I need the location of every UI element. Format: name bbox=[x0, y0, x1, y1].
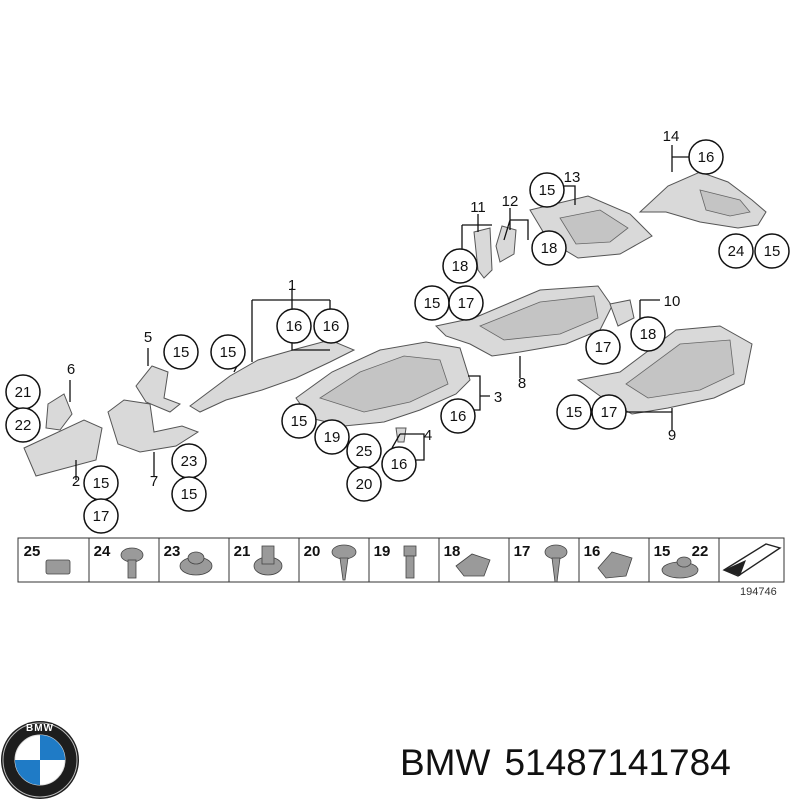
callout-15: 15 bbox=[764, 243, 781, 260]
callout-23: 23 bbox=[181, 453, 198, 470]
strip-label-21: 21 bbox=[234, 543, 251, 560]
label-9: 9 bbox=[668, 427, 676, 444]
callout-15: 15 bbox=[181, 486, 198, 503]
label-8: 8 bbox=[518, 375, 526, 392]
strip-label-24: 24 bbox=[94, 543, 111, 560]
part-labels: 1 2 3 4 5 6 7 8 9 10 11 12 13 14 bbox=[67, 128, 681, 490]
label-10: 10 bbox=[664, 293, 681, 310]
callout-16: 16 bbox=[698, 149, 715, 166]
label-7: 7 bbox=[150, 473, 158, 490]
part-number: 51487141784 bbox=[504, 742, 731, 783]
callout-15: 15 bbox=[173, 344, 190, 361]
shield-part-6 bbox=[45, 393, 73, 431]
brand-name: BMW bbox=[400, 742, 491, 783]
callout-18: 18 bbox=[452, 258, 469, 275]
hex-nut-icon bbox=[179, 551, 213, 576]
strip-label-22: 22 bbox=[692, 543, 709, 560]
label-11: 11 bbox=[470, 199, 486, 216]
callout-25: 25 bbox=[356, 443, 373, 460]
strip-label-25: 25 bbox=[24, 543, 41, 560]
label-2: 2 bbox=[72, 473, 80, 490]
callout-15: 15 bbox=[291, 413, 308, 430]
shield-part-14 bbox=[638, 171, 767, 229]
strip-label-15: 15 bbox=[654, 543, 671, 560]
label-3: 3 bbox=[494, 389, 502, 406]
circled-callouts: 16 24 15 15 18 18 15 17 18 17 15 17 16 1… bbox=[5, 139, 790, 534]
bmw-logo: BMW bbox=[1, 721, 79, 799]
callout-21: 21 bbox=[15, 384, 32, 401]
clip-nut-icon bbox=[45, 559, 71, 575]
label-1: 1 bbox=[288, 277, 296, 294]
callout-17: 17 bbox=[601, 404, 618, 421]
flange-screw-icon bbox=[331, 544, 357, 581]
tapping-screw-icon bbox=[544, 544, 568, 583]
sleeve-nut-icon bbox=[253, 545, 283, 576]
label-4: 4 bbox=[424, 427, 432, 444]
shield-part-1 bbox=[189, 339, 356, 413]
hardware-strip: 25 24 23 21 20 19 18 17 16 15 22 194746 bbox=[17, 537, 785, 598]
logo-text: BMW bbox=[26, 723, 54, 734]
strip-label-23: 23 bbox=[164, 543, 181, 560]
callout-16: 16 bbox=[323, 318, 340, 335]
callout-16: 16 bbox=[391, 456, 408, 473]
strip-label-19: 19 bbox=[374, 543, 391, 560]
callout-17: 17 bbox=[458, 295, 475, 312]
label-6: 6 bbox=[67, 361, 75, 378]
bracket-part-12 bbox=[495, 225, 517, 263]
strip-label-16: 16 bbox=[584, 543, 601, 560]
callout-18: 18 bbox=[640, 326, 657, 343]
callout-15: 15 bbox=[220, 344, 237, 361]
strip-label-17: 17 bbox=[514, 543, 531, 560]
label-5: 5 bbox=[144, 329, 152, 346]
bolt-icon bbox=[403, 545, 417, 579]
callout-22: 22 bbox=[15, 417, 32, 434]
callout-15: 15 bbox=[424, 295, 441, 312]
reference-number: 194746 bbox=[740, 586, 777, 598]
shield-part-8 bbox=[434, 285, 613, 357]
label-13: 13 bbox=[564, 169, 581, 186]
label-14: 14 bbox=[663, 128, 680, 145]
callout-15: 15 bbox=[566, 404, 583, 421]
callout-16: 16 bbox=[286, 318, 303, 335]
hex-bolt-icon bbox=[120, 547, 144, 579]
shield-part-3 bbox=[295, 341, 471, 443]
shield-part-2 bbox=[23, 419, 103, 477]
callout-18: 18 bbox=[541, 240, 558, 257]
callout-17: 17 bbox=[595, 339, 612, 356]
strip-label-18: 18 bbox=[444, 543, 461, 560]
arrow-icon bbox=[722, 543, 782, 577]
callout-20: 20 bbox=[356, 476, 373, 493]
part-caption: BMW 51487141784 bbox=[400, 736, 792, 790]
callout-16: 16 bbox=[450, 408, 467, 425]
speed-nut-icon bbox=[597, 551, 633, 579]
callout-17: 17 bbox=[93, 508, 110, 525]
callout-19: 19 bbox=[324, 429, 341, 446]
callout-15: 15 bbox=[93, 475, 110, 492]
washer-nut-icon bbox=[661, 556, 699, 579]
shield-part-7 bbox=[107, 399, 200, 453]
label-12: 12 bbox=[502, 193, 519, 210]
callout-24: 24 bbox=[728, 243, 745, 260]
callout-15: 15 bbox=[539, 182, 556, 199]
spring-clip-icon bbox=[455, 553, 491, 577]
strip-label-20: 20 bbox=[304, 543, 321, 560]
